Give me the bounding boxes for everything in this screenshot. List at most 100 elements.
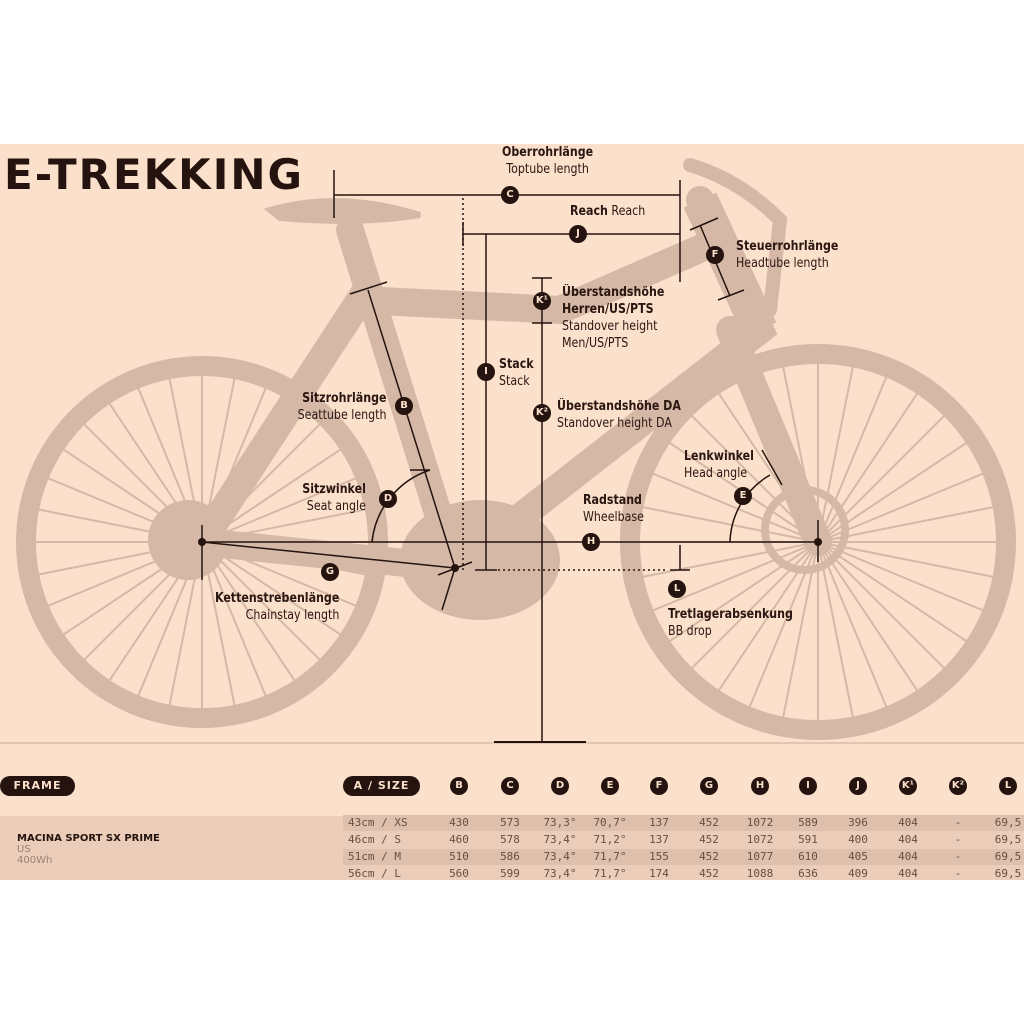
value-cell: 404 [898, 867, 918, 880]
size-cell: 43cm / XS [348, 816, 408, 829]
table-row [343, 832, 1024, 848]
size-cell: 46cm / S [348, 833, 401, 846]
column-header-11: L [999, 777, 1017, 795]
spoke [817, 541, 920, 694]
dimension-lines [201, 170, 819, 743]
marker-f: F [706, 246, 724, 264]
value-cell: 610 [798, 850, 818, 863]
marker-k1: K¹ [533, 292, 551, 310]
column-header-7: I [799, 777, 817, 795]
spoke [639, 541, 819, 579]
column-header-0: B [450, 777, 468, 795]
marker-l: L [668, 580, 686, 598]
value-cell: 578 [500, 833, 520, 846]
value-cell: 1072 [746, 816, 774, 829]
value-cell: 1072 [746, 833, 774, 846]
spoke [817, 541, 987, 613]
spoke [817, 541, 948, 672]
value-cell: - [954, 867, 962, 880]
value-cell: 137 [649, 833, 669, 846]
value-cell: 430 [449, 816, 469, 829]
value-cell: - [954, 850, 962, 863]
spoke [649, 471, 819, 543]
marker-k2: K² [533, 404, 551, 422]
value-cell: - [954, 816, 962, 829]
size-cell: 56cm / L [348, 867, 401, 880]
bike-silhouette [0, 158, 1024, 744]
value-cell: 1088 [746, 867, 774, 880]
value-cell: 174 [649, 867, 669, 880]
value-cell: 591 [798, 833, 818, 846]
value-cell: 69,5 [994, 833, 1022, 846]
value-cell: 404 [898, 816, 918, 829]
spoke [666, 541, 819, 644]
column-header-6: H [751, 777, 769, 795]
value-cell: 573 [500, 816, 520, 829]
value-cell: 452 [699, 816, 719, 829]
value-cell: 73,4° [543, 850, 577, 863]
value-cell: - [954, 833, 962, 846]
value-cell: 396 [848, 816, 868, 829]
value-cell: 400 [848, 833, 868, 846]
table-row [343, 849, 1024, 865]
value-cell: 73,4° [543, 833, 577, 846]
value-cell: 452 [699, 850, 719, 863]
page-title: E-TREKKING [4, 150, 304, 199]
spoke [817, 373, 889, 543]
spoke [817, 541, 889, 711]
value-cell: 452 [699, 833, 719, 846]
column-header-5: G [700, 777, 718, 795]
column-header-4: F [650, 777, 668, 795]
marker-i: I [477, 363, 495, 381]
column-header-2: D [551, 777, 569, 795]
value-cell: 599 [500, 867, 520, 880]
value-cell: 71,7° [593, 867, 627, 880]
marker-b: B [395, 397, 413, 415]
spoke [817, 541, 970, 644]
value-cell: 560 [449, 867, 469, 880]
spoke [817, 363, 855, 543]
value-cell: 69,5 [994, 867, 1022, 880]
column-header-3: E [601, 777, 619, 795]
spoke [688, 541, 819, 672]
value-cell: 510 [449, 850, 469, 863]
value-cell: 73,4° [543, 867, 577, 880]
column-header-9: K¹ [899, 777, 917, 795]
value-cell: 409 [848, 867, 868, 880]
marker-d: D [379, 490, 397, 508]
marker-e: E [734, 487, 752, 505]
value-cell: 452 [699, 867, 719, 880]
value-cell: 71,2° [593, 833, 627, 846]
marker-h: H [582, 533, 600, 551]
column-header-8: J [849, 777, 867, 795]
value-cell: 460 [449, 833, 469, 846]
spoke [201, 541, 323, 663]
spoke [639, 505, 819, 543]
marker-c: C [501, 186, 519, 204]
value-cell: 73,3° [543, 816, 577, 829]
spoke [649, 541, 819, 613]
label-reach: Reach Reach [570, 204, 646, 219]
value-cell: 586 [500, 850, 520, 863]
spoke [817, 541, 855, 721]
value-cell: 137 [649, 816, 669, 829]
spoke [817, 541, 997, 579]
value-cell: 1077 [746, 850, 774, 863]
table-row [343, 866, 1024, 882]
frame-header: FRAME [0, 776, 75, 796]
spoke [817, 412, 948, 543]
value-cell: 69,5 [994, 850, 1022, 863]
value-cell: 155 [649, 850, 669, 863]
marker-g: G [321, 563, 339, 581]
value-cell: 404 [898, 833, 918, 846]
marker-j: J [569, 225, 587, 243]
